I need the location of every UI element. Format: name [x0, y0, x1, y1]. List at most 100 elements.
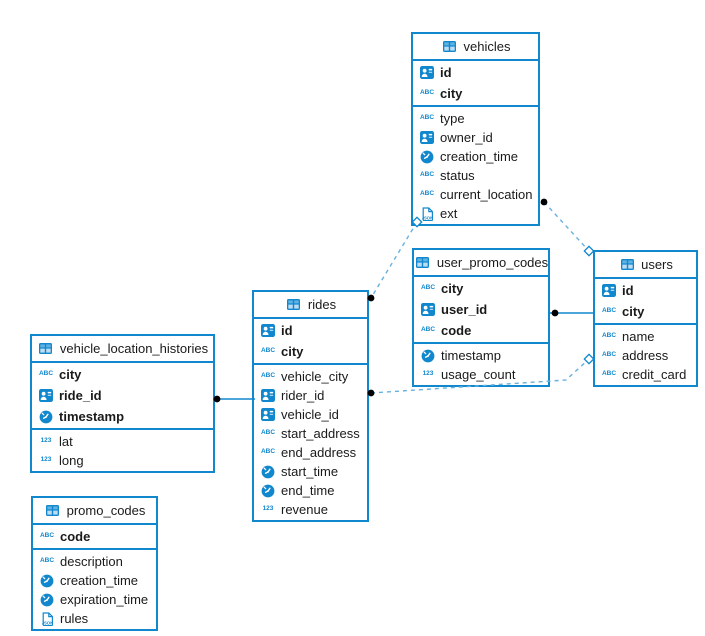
svg-text:JSON: JSON	[421, 215, 432, 220]
column-row-owner_id[interactable]: owner_id	[413, 128, 538, 147]
column-name: name	[622, 329, 655, 344]
table-name: user_promo_codes	[436, 255, 549, 270]
column-row-creation_time[interactable]: creation_time	[33, 571, 156, 590]
abc-text-type-icon: ABC	[420, 284, 436, 292]
column-row-id[interactable]: id	[413, 62, 538, 83]
column-row-long[interactable]: 123 long	[32, 451, 213, 470]
123-numeric-type-icon: 123	[40, 437, 52, 445]
clock-icon	[37, 410, 55, 424]
relation-line-rides-users[interactable]	[370, 358, 590, 394]
clock-icon	[259, 484, 277, 498]
table-icon	[414, 257, 432, 268]
abc-text-type-icon: ABC	[260, 372, 276, 380]
clock-icon	[259, 465, 277, 479]
column-name: id	[622, 283, 634, 298]
table-header[interactable]: user_promo_codes	[414, 250, 548, 277]
column-name: ride_id	[59, 388, 102, 403]
column-name: address	[622, 348, 669, 363]
abc-text-type-icon: ABC	[39, 532, 55, 540]
column-row-ride_id[interactable]: ride_id	[32, 385, 213, 406]
abc-text-type-icon: ABC	[419, 190, 435, 198]
table-header[interactable]: vehicles	[413, 34, 538, 61]
column-name: lat	[59, 434, 73, 449]
relation-line-rides-vehicles[interactable]	[370, 221, 418, 299]
column-name: expiration_time	[60, 592, 149, 607]
column-row-lat[interactable]: 123 lat	[32, 432, 213, 451]
column-row-vehicle_id[interactable]: vehicle_id	[254, 405, 367, 424]
column-row-id[interactable]: id	[595, 280, 696, 301]
column-row-timestamp[interactable]: timestamp	[414, 346, 548, 365]
column-row-start_time[interactable]: start_time	[254, 462, 367, 481]
id-badge-icon	[37, 389, 55, 402]
column-name: owner_id	[440, 130, 493, 145]
id-badge-icon	[600, 284, 618, 297]
column-name: code	[441, 323, 472, 338]
column-name: city	[622, 304, 645, 319]
primary-key-section: ABC code	[33, 525, 156, 550]
table-icon	[285, 299, 303, 310]
column-row-user_id[interactable]: user_id	[414, 299, 548, 320]
table-header[interactable]: vehicle_location_histories	[32, 336, 213, 363]
abc-text-type-icon: ABC	[419, 114, 435, 122]
column-name: creation_time	[440, 149, 519, 164]
column-name: code	[60, 529, 91, 544]
column-name: city	[59, 367, 82, 382]
abc-text-type-icon: ABC	[601, 332, 617, 340]
column-name: user_id	[441, 302, 488, 317]
column-row-creation_time[interactable]: creation_time	[413, 147, 538, 166]
column-row-end_time[interactable]: end_time	[254, 481, 367, 500]
column-name: status	[440, 168, 475, 183]
id-badge-icon	[259, 324, 277, 337]
123-numeric-type-icon: 123	[262, 505, 274, 513]
column-row-name[interactable]: ABC name	[595, 327, 696, 346]
clock-icon	[38, 593, 56, 607]
table-header[interactable]: promo_codes	[33, 498, 156, 525]
table-header[interactable]: rides	[254, 292, 367, 319]
column-row-rider_id[interactable]: rider_id	[254, 386, 367, 405]
column-row-id[interactable]: id	[254, 320, 367, 341]
table-header[interactable]: users	[595, 252, 696, 279]
table-icon	[441, 41, 459, 52]
relation-line-vehicles-users[interactable]	[543, 201, 590, 252]
column-row-timestamp[interactable]: timestamp	[32, 406, 213, 427]
table-icon	[44, 505, 62, 516]
column-row-code[interactable]: ABC code	[33, 526, 156, 547]
123-numeric-type-icon: 123	[40, 456, 52, 464]
column-name: long	[59, 453, 84, 468]
id-badge-icon	[418, 131, 436, 144]
column-row-expiration_time[interactable]: expiration_time	[33, 590, 156, 609]
